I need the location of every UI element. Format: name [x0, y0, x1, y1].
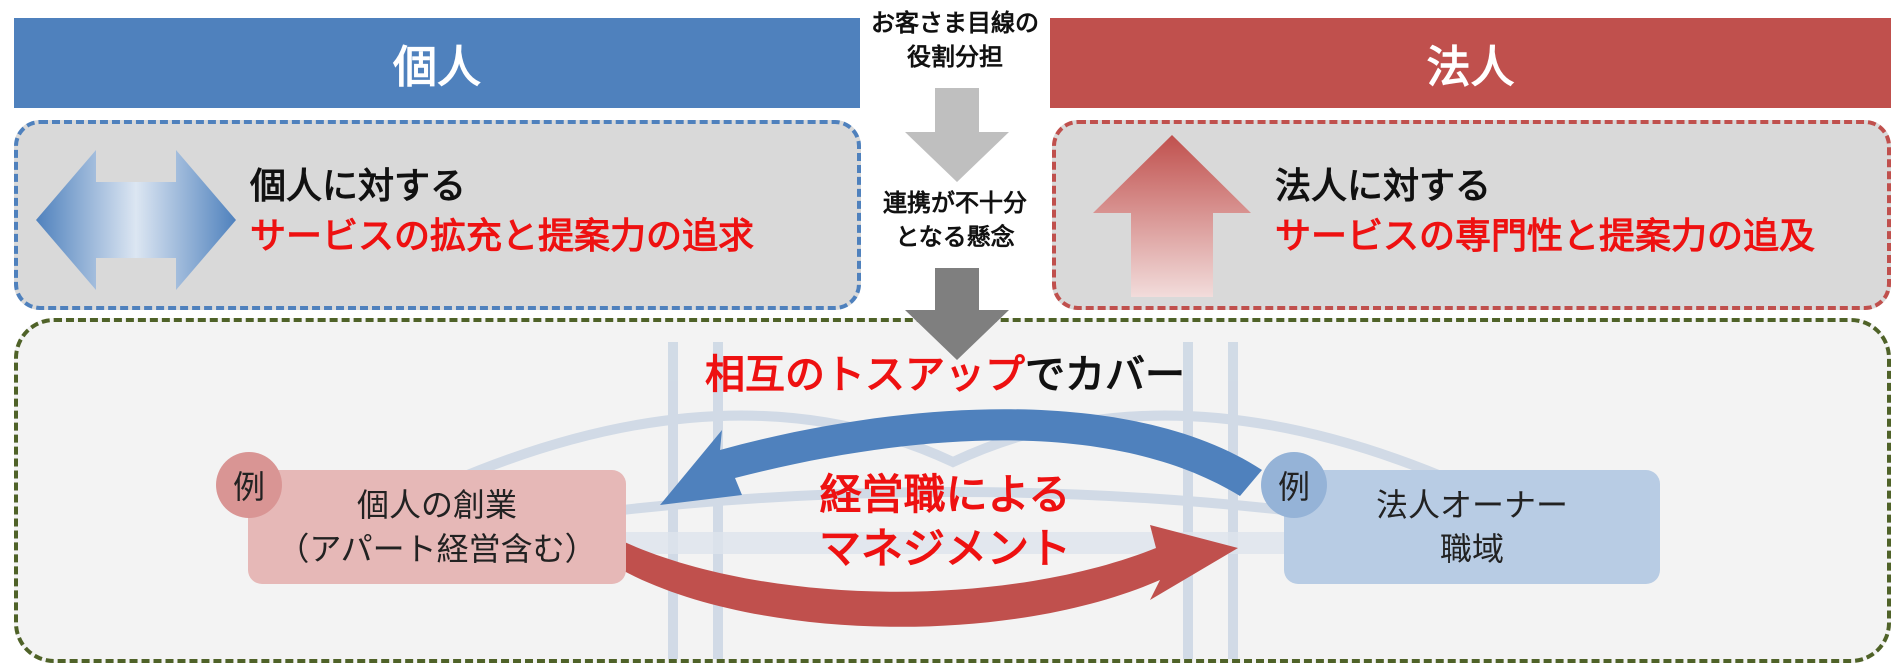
corporate-example-box: 法人オーナー 職域 — [1284, 470, 1660, 584]
corporate-panel-line2: サービスの専門性と提案力の追及 — [1275, 216, 1816, 257]
insufficient-coordination-label-line1: 連携が不十分 — [883, 189, 1027, 217]
individual-header: 個人 — [14, 18, 860, 108]
corporate-header-title: 法人 — [1426, 42, 1515, 93]
corporate-panel-text: 法人に対する サービスの専門性と提案力の追及 — [1275, 162, 1815, 262]
corporate-header: 法人 — [1050, 18, 1891, 108]
role-division-label-line2: 役割分担 — [907, 43, 1003, 71]
tossup-label: 相互のトスアップでカバー — [655, 348, 1235, 402]
individual-header-title: 個人 — [393, 42, 481, 93]
insufficient-coordination-label-line2: となる懸念 — [895, 223, 1015, 251]
down-arrow-dark-icon — [905, 268, 1009, 360]
insufficient-coordination-label: 連携が不十分 となる懸念 — [855, 186, 1055, 254]
corporate-example-line1: 法人オーナー — [1375, 486, 1568, 524]
individual-panel-line1: 個人に対する — [250, 166, 467, 207]
example-badge-right-label: 例 — [1277, 468, 1310, 506]
management-label-line1: 経営職による — [819, 470, 1071, 519]
tossup-label-black: でカバー — [1025, 352, 1185, 398]
role-division-label: お客さま目線の 役割分担 — [855, 6, 1055, 74]
up-arrow-icon — [1093, 135, 1251, 297]
management-label-line2: マネジメント — [818, 524, 1071, 573]
arrow-individual-to-corporate-icon — [605, 525, 1238, 627]
corporate-example-line2: 職域 — [1439, 530, 1504, 568]
individual-panel-text: 個人に対する サービスの拡充と提案力の追求 — [250, 162, 754, 262]
example-badge-left: 例 — [216, 452, 282, 518]
role-division-label-line1: お客さま目線の — [871, 9, 1039, 37]
double-arrow-horizontal-icon — [36, 150, 236, 290]
corporate-panel-line1: 法人に対する — [1275, 166, 1492, 207]
example-badge-left-label: 例 — [232, 468, 265, 506]
individual-example-line1: 個人の創業 — [356, 486, 517, 524]
down-arrow-light-icon — [905, 88, 1009, 182]
bridge-illustration — [345, 342, 1561, 659]
management-label: 経営職による マネジメント — [780, 468, 1110, 576]
individual-example-box: 個人の創業 （アパート経営含む） — [248, 470, 626, 584]
individual-panel-line2: サービスの拡充と提案力の追求 — [250, 216, 755, 257]
arrow-corporate-to-individual-icon — [660, 409, 1262, 505]
tossup-label-red: 相互のトスアップ — [705, 352, 1025, 398]
example-badge-right: 例 — [1261, 452, 1327, 518]
individual-example-line2: （アパート経営含む） — [277, 530, 597, 568]
